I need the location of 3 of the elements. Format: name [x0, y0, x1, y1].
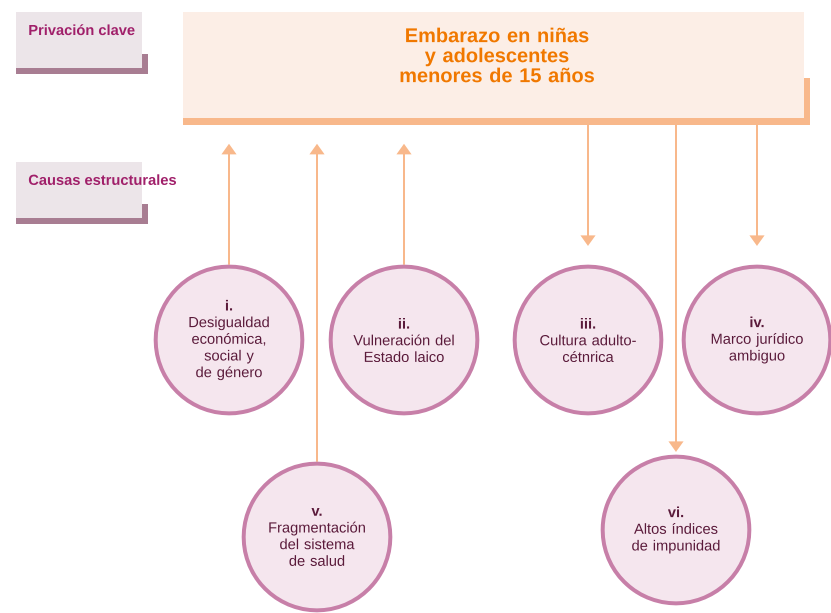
title-box: Embarazo en niñas y adolescentes menores de 15 años: [183, 12, 810, 125]
label-tab: Causas estructurales: [16, 162, 176, 224]
label-tab: Privación clave: [16, 12, 148, 74]
